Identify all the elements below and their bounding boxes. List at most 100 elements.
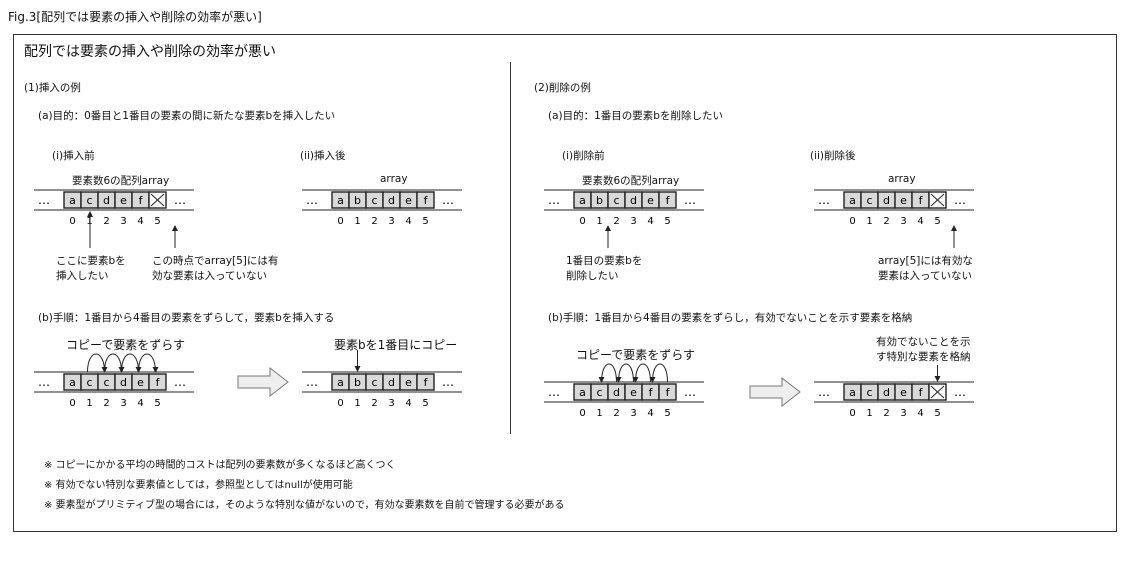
- delete-mark-index-label: 2: [883, 408, 889, 419]
- insert-shift-ellipsis-right: …: [174, 375, 186, 389]
- insert-before-ellipsis-right: …: [174, 193, 186, 207]
- delete-shift-cell: [658, 383, 677, 401]
- delete-annotation-2a: array[5]には有効な: [878, 255, 973, 267]
- insert-shift-index-label: 0: [69, 398, 75, 409]
- insert-shift-cell-value: e: [137, 376, 144, 389]
- delete-mark-index-label: 0: [849, 408, 855, 419]
- delete-shift-cell-value: e: [630, 386, 637, 399]
- delete-after-ellipsis-right: …: [954, 193, 966, 207]
- delete-before-cell-value: a: [579, 194, 586, 207]
- delete-after-index-label: 0: [849, 216, 855, 227]
- insert-copy-index-label: 3: [388, 398, 394, 409]
- insert-step-arrow: [237, 366, 289, 398]
- delete-after-index-label: 4: [917, 216, 923, 227]
- insert-after-cell-value: d: [388, 194, 395, 207]
- insert-after-ellipsis-left: …: [306, 193, 318, 207]
- insert-copy-label: 要素bを1番目にコピー: [334, 338, 458, 352]
- insert-copy-cell-value: d: [388, 376, 395, 389]
- insert-before-ellipsis-left: …: [38, 193, 50, 207]
- delete-before-cell-value: f: [666, 194, 671, 207]
- delete-annotation-1b: 削除したい: [566, 270, 619, 282]
- insert-before-cell-value: c: [86, 194, 92, 207]
- delete-mark-cell-value: f: [919, 386, 924, 399]
- insert-procedure: (b)手順：1番目から4番目の要素をずらして，要素bを挿入する: [38, 312, 335, 324]
- insert-shift-index-label: 4: [137, 398, 143, 409]
- delete-step-arrow: [749, 376, 801, 408]
- insert-after-cell-value: f: [424, 194, 429, 207]
- delete-shift-ellipsis-right: …: [684, 385, 696, 399]
- delete-after-label: (ii)削除後: [810, 150, 856, 162]
- insert-after-index-label: 5: [422, 216, 428, 227]
- delete-before-index-label: 4: [647, 216, 653, 227]
- delete-before-ellipsis-right: …: [684, 193, 696, 207]
- delete-after-cell-value: d: [883, 194, 890, 207]
- delete-after-cell-value: a: [849, 194, 856, 207]
- insert-purpose: (a)目的：0番目と1番目の要素の間に新たな要素bを挿入したい: [38, 110, 336, 122]
- delete-shift-index-label: 4: [647, 408, 653, 419]
- insert-shift-arrow: [138, 353, 159, 373]
- insert-after-ellipsis-right: …: [442, 193, 454, 207]
- delete-shift-index-label: 5: [664, 408, 670, 419]
- insert-after-cell-value: a: [337, 194, 344, 207]
- insert-after-label: (ii)挿入後: [300, 150, 346, 162]
- delete-mark-cell-value: e: [900, 386, 907, 399]
- insert-after-index-label: 4: [405, 216, 411, 227]
- insert-after-cell: [416, 191, 435, 209]
- insert-shift-arrow: [87, 353, 108, 373]
- insert-copy-cell-value: b: [354, 376, 361, 389]
- delete-mark-ellipsis-right: …: [954, 385, 966, 399]
- delete-shift-index-label: 1: [596, 408, 602, 419]
- delete-before-index-label: 3: [630, 216, 636, 227]
- delete-shift-label: コピーで要素をずらす: [576, 348, 696, 362]
- delete-shift-index-label: 3: [630, 408, 636, 419]
- delete-before-array-label: 要素数6の配列array: [582, 175, 680, 187]
- insert-copy-index-label: 0: [337, 398, 343, 409]
- delete-after-cell-value: f: [919, 194, 924, 207]
- delete-shift-arrow: [649, 363, 668, 383]
- delete-annotation-1a: 1番目の要素bを: [566, 255, 643, 267]
- delete-shift-index-label: 2: [613, 408, 619, 419]
- insert-shift-label: コピーで要素をずらす: [66, 338, 186, 352]
- insert-shift-ellipsis-left: …: [38, 375, 50, 389]
- insert-copy-index-label: 1: [354, 398, 360, 409]
- delete-mark-ellipsis-left: …: [818, 385, 830, 399]
- delete-mark-cell-value: c: [866, 386, 872, 399]
- delete-after-array-label: array: [888, 173, 916, 185]
- delete-after-index-label: 2: [883, 216, 889, 227]
- delete-annotation-2b: 要素は入っていない: [878, 270, 972, 282]
- insert-shift-index-label: 2: [103, 398, 109, 409]
- insert-shift-cell-value: c: [103, 376, 109, 389]
- insert-copy-cell-value: f: [424, 376, 429, 389]
- delete-after-index-label: 5: [934, 216, 940, 227]
- insert-after-index-label: 0: [337, 216, 343, 227]
- delete-shift-arrow: [598, 363, 617, 383]
- insert-before-index-label: 4: [137, 216, 143, 227]
- insert-shift-cell: [148, 373, 167, 391]
- insert-after-cell-value: c: [371, 194, 377, 207]
- insert-before-cell-value: e: [120, 194, 127, 207]
- delete-shift-cell-value: a: [579, 386, 586, 399]
- delete-before-cell-value: c: [613, 194, 619, 207]
- delete-shift-cell-value: f: [666, 386, 671, 399]
- delete-after-cell-value: c: [866, 194, 872, 207]
- delete-after-ellipsis-left: …: [818, 193, 830, 207]
- delete-section-title: (2)削除の例: [534, 82, 591, 94]
- delete-before-index-label: 5: [664, 216, 670, 227]
- insert-before-index-label: 5: [154, 216, 160, 227]
- note-3: ※ 要素型がプリミティブ型の場合には，そのような特別な値がないので，有効な要素数…: [44, 500, 565, 511]
- insert-before-index-label: 0: [69, 216, 75, 227]
- delete-before-label: (i)削除前: [562, 150, 605, 162]
- delete-procedure: (b)手順：1番目から4番目の要素をずらし，有効でないことを示す要素を格納: [548, 312, 913, 324]
- delete-after-index-label: 1: [866, 216, 872, 227]
- note-1: ※ コピーにかかる平均の時間的コストは配列の要素数が多くなるほど高くつく: [44, 460, 396, 471]
- insert-after-cell-value: b: [354, 194, 361, 207]
- delete-shift-ellipsis-left: …: [548, 385, 560, 399]
- delete-purpose: (a)目的：1番目の要素bを削除したい: [548, 110, 723, 122]
- delete-before-cell-value: e: [647, 194, 654, 207]
- delete-after-index-label: 3: [900, 216, 906, 227]
- delete-shift-cell-value: f: [649, 386, 654, 399]
- insert-shift-index-label: 3: [120, 398, 126, 409]
- insert-copy-cell-value: c: [371, 376, 377, 389]
- frame-title: 配列では要素の挿入や削除の効率が悪い: [24, 44, 276, 60]
